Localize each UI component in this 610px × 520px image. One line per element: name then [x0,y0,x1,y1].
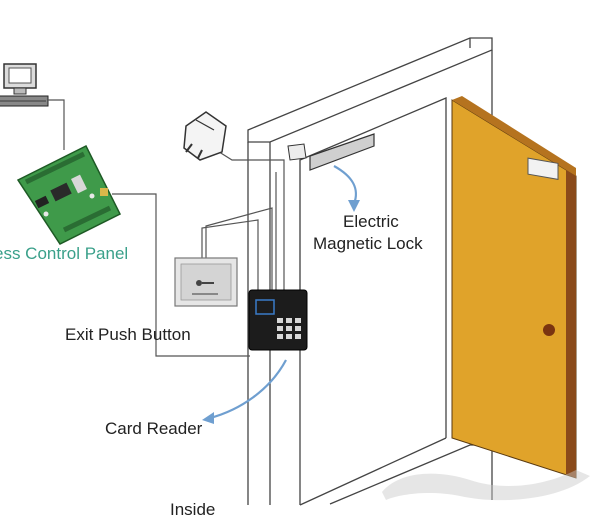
computer-icon [0,63,49,107]
power-adapter-icon [183,111,227,161]
magnetic-lock-label-line1: Electric [343,212,399,231]
card-reader-icon [248,289,308,351]
door-armature-plate [527,157,559,180]
arrow-heads [202,200,360,424]
exit-button-icon [174,257,238,307]
exit-push-button-label: Exit Push Button [65,325,191,344]
access-control-pcb-icon [16,144,122,245]
magnetic-lock-label-line2: Magnetic Lock [313,234,423,253]
door [451,96,577,479]
access-control-panel-label: ess Control Panel [0,244,129,263]
watermark-logo [382,470,590,501]
door-knob [543,324,555,336]
magnetic-lock-icon [287,133,375,171]
inside-label: Inside [170,500,216,519]
card-reader-label: Card Reader [105,419,203,438]
